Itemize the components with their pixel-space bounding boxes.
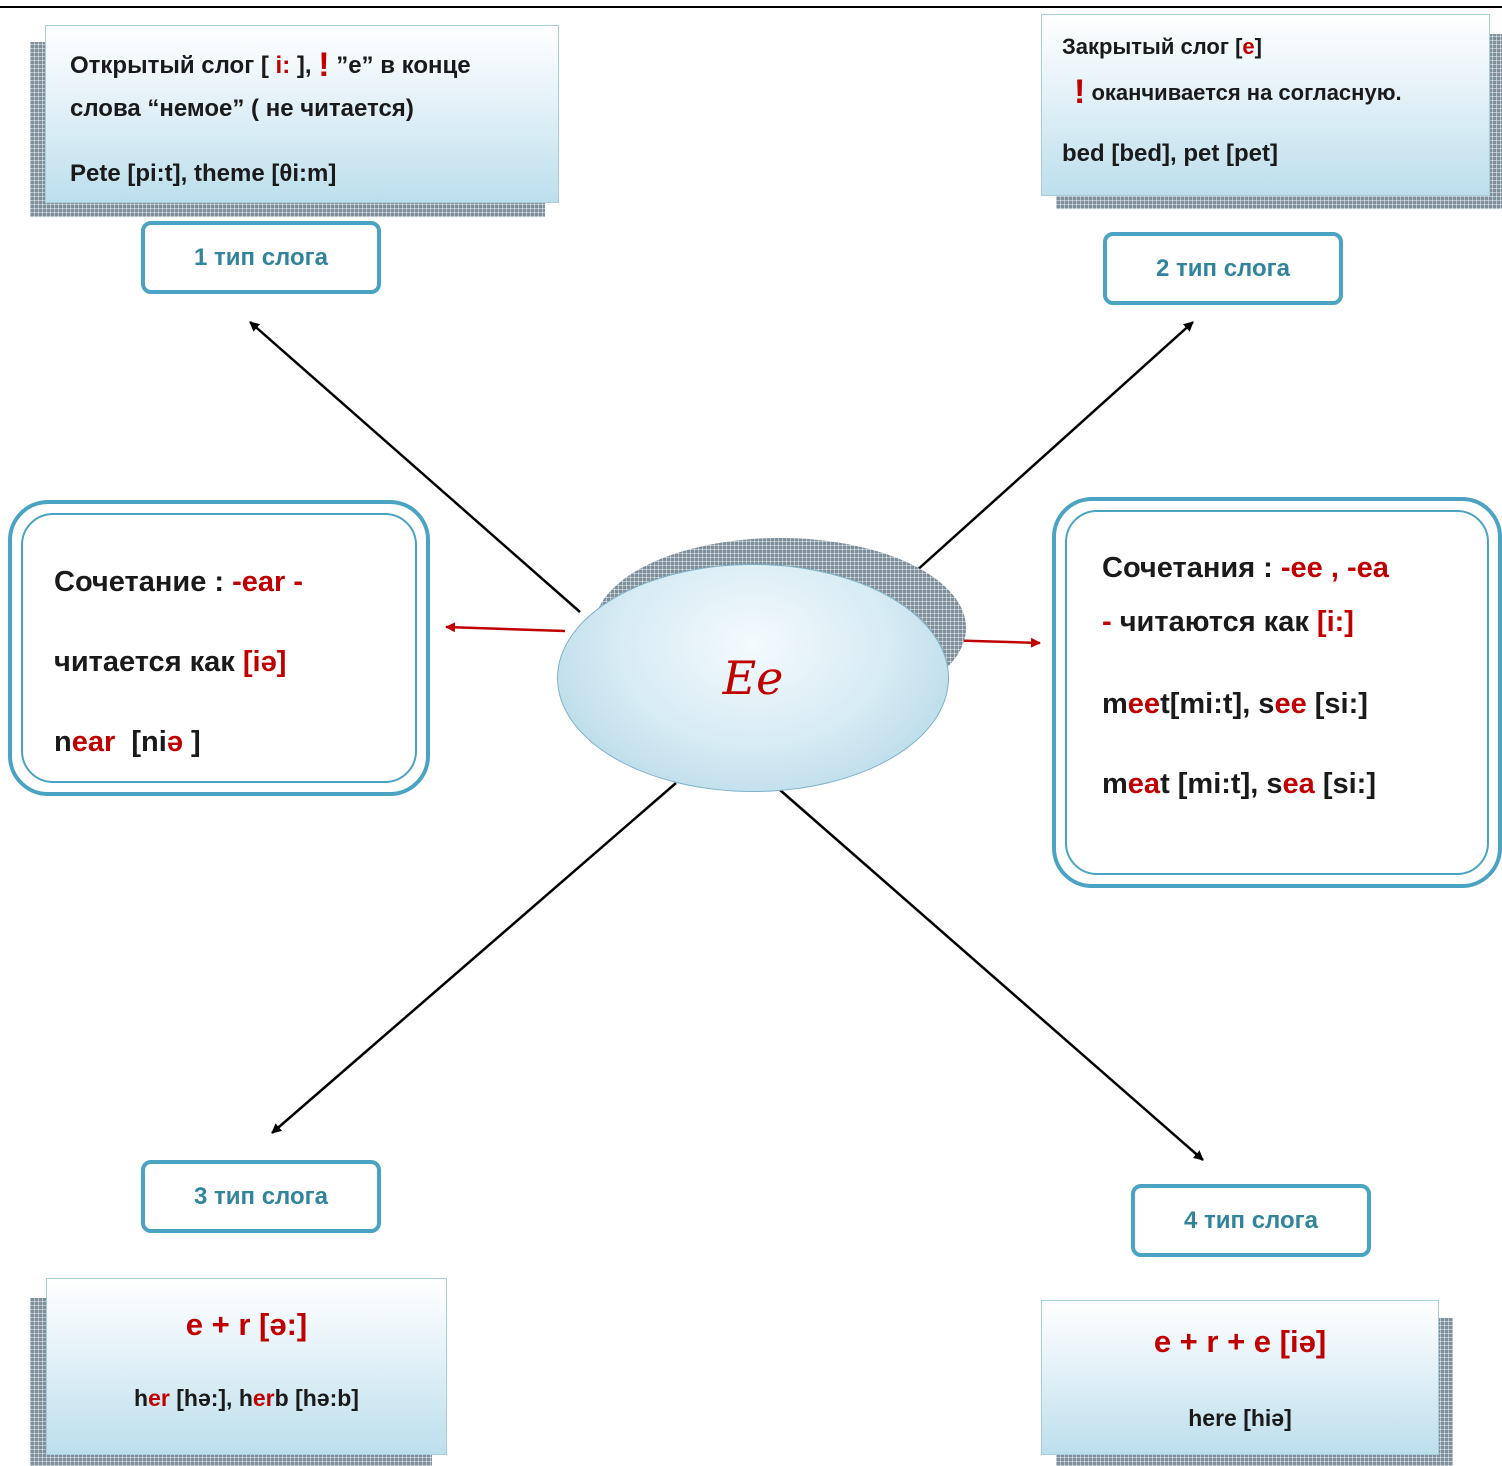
open-syllable-card: Открытый слог [ i: ], ! ”e” в конце слов… <box>45 25 559 203</box>
closed-syllable-examples: bed [bed], pet [pet] <box>1062 140 1278 167</box>
fourth-syllable-type-label: 4 тип слога <box>1131 1184 1371 1257</box>
ea-example: meat [mi:t], sea [si:] <box>1102 768 1376 800</box>
ee-example: meet[mi:t], see [si:] <box>1102 688 1368 720</box>
closed-syllable-card: Закрытый слог [e] ! оканчивается на согл… <box>1041 14 1490 196</box>
closed-syllable-sound: e <box>1242 34 1255 59</box>
arrow-to-ear-combo <box>445 622 566 633</box>
ear-combination-box: Сочетание : -ear - читается как [iə] nea… <box>8 500 430 796</box>
third-syllable-examples: her [hə:], herb [hə:b] <box>134 1385 359 1411</box>
ear-combination-title: Сочетание : -ear - <box>54 566 304 598</box>
ear-combination-example: near [niə ] <box>54 726 201 758</box>
arrow-to-third-type <box>271 782 677 1134</box>
third-syllable-type-label: 3 тип слога <box>141 1160 381 1233</box>
exclamation-icon: ! <box>318 46 330 84</box>
second-syllable-type-label: 2 тип слога <box>1103 232 1343 305</box>
page-top-rule <box>0 6 1502 8</box>
exclamation-icon: ! <box>1074 73 1086 111</box>
fourth-syllable-example: here [hiə] <box>1188 1405 1292 1431</box>
third-syllable-card: e + r [ə:] her [hə:], herb [hə:b] <box>46 1278 447 1455</box>
open-syllable-examples: Pete [pi:t], theme [θi:m] <box>70 160 337 187</box>
first-syllable-type-label: 1 тип слога <box>141 221 381 294</box>
arrow-to-first-type <box>249 321 581 613</box>
open-syllable-rule: Открытый слог [ i: ], ! ”e” в конце <box>70 46 471 84</box>
ee-ea-combination-box: Сочетания : -ee , -ea - читаются как [i:… <box>1052 497 1502 888</box>
open-syllable-sound: i: <box>275 52 291 79</box>
fourth-syllable-formula: e + r + e [iə] <box>1153 1324 1327 1359</box>
ee-ea-combination-title: Сочетания : -ee , -ea <box>1102 552 1389 584</box>
open-syllable-rule-cont: слова “немое” ( не читается) <box>70 95 414 122</box>
central-letter-ellipse: Ee <box>557 564 949 792</box>
ear-combination-reading: читается как [iə] <box>54 646 287 678</box>
ee-ea-combination-reading: - читаются как [i:] <box>1102 606 1354 638</box>
arrow-to-fourth-type <box>779 789 1204 1161</box>
central-letter: Ee <box>722 651 784 705</box>
closed-syllable-rule: Закрытый слог [e] <box>1062 34 1262 59</box>
fourth-syllable-card: e + r + e [iə] here [hiə] <box>1041 1300 1439 1455</box>
third-syllable-formula: e + r [ə:] <box>185 1307 308 1342</box>
arrow-to-second-type <box>894 321 1194 591</box>
closed-syllable-rule-cont: ! оканчивается на согласную. <box>1074 73 1402 111</box>
